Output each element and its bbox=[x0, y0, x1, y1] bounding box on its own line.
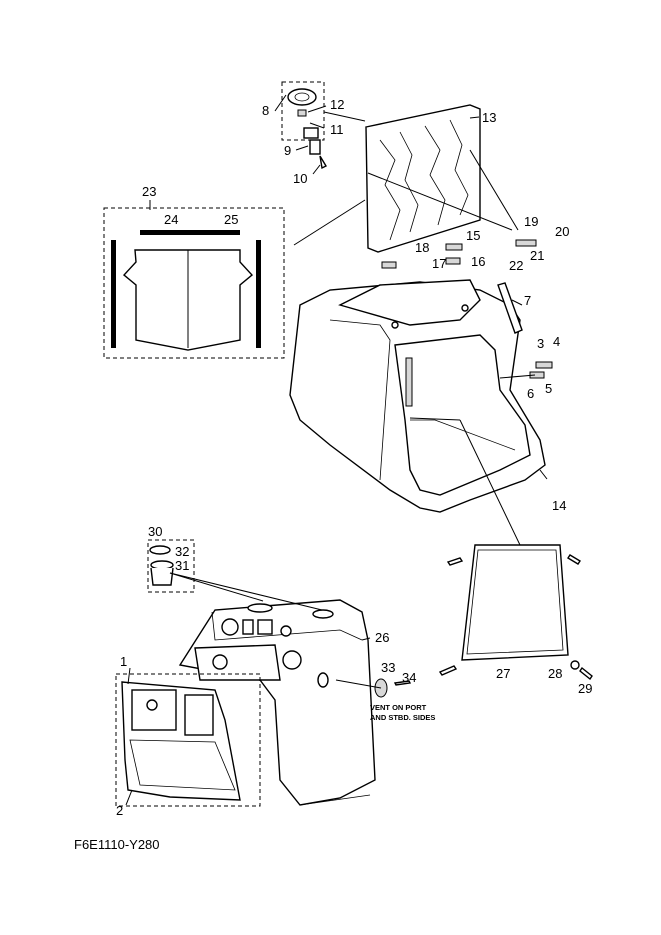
callout-12: 12 bbox=[330, 97, 344, 112]
callout-24: 24 bbox=[164, 212, 178, 227]
hinge-hardware bbox=[381, 239, 553, 379]
callout-21: 21 bbox=[530, 248, 544, 263]
callout-26: 26 bbox=[375, 630, 389, 645]
vent-note-line-2: AND STBD. SIDES bbox=[370, 713, 435, 722]
callout-4: 4 bbox=[553, 334, 560, 349]
cupholder-assembly bbox=[147, 539, 195, 593]
callout-9: 9 bbox=[284, 143, 291, 158]
callout-8: 8 bbox=[262, 103, 269, 118]
callout-15: 15 bbox=[466, 228, 480, 243]
callout-7: 7 bbox=[524, 293, 531, 308]
gasket-frame bbox=[438, 544, 593, 681]
callout-6: 6 bbox=[527, 386, 534, 401]
callout-1: 1 bbox=[120, 654, 127, 669]
callout-14: 14 bbox=[552, 498, 566, 513]
callout-23: 23 bbox=[142, 184, 156, 199]
figure-id: F6E1110-Y280 bbox=[74, 837, 160, 852]
vent-note-line-1: VENT ON PORT bbox=[370, 703, 427, 712]
callout-33: 33 bbox=[381, 660, 395, 675]
callout-20: 20 bbox=[555, 224, 569, 239]
hatch-lid bbox=[365, 104, 481, 253]
callout-19: 19 bbox=[524, 214, 538, 229]
callout-10: 10 bbox=[293, 171, 307, 186]
callout-31: 31 bbox=[175, 558, 189, 573]
leader-lines bbox=[125, 94, 548, 806]
callout-30: 30 bbox=[148, 524, 162, 539]
callout-22: 22 bbox=[509, 258, 523, 273]
callout-29: 29 bbox=[578, 681, 592, 696]
callout-labels: 8 12 11 9 10 13 23 24 25 19 20 15 18 17 … bbox=[116, 97, 592, 818]
seat-assembly bbox=[103, 207, 285, 359]
latch-assembly bbox=[281, 81, 327, 170]
callout-16: 16 bbox=[471, 254, 485, 269]
callout-34: 34 bbox=[402, 670, 416, 685]
console-body bbox=[289, 279, 546, 513]
lower-console bbox=[178, 599, 376, 806]
callout-27: 27 bbox=[496, 666, 510, 681]
callout-2: 2 bbox=[116, 803, 123, 818]
door-assembly bbox=[115, 673, 261, 807]
callout-3: 3 bbox=[537, 336, 544, 351]
callout-17: 17 bbox=[432, 256, 446, 271]
callout-25: 25 bbox=[224, 212, 238, 227]
callout-11: 11 bbox=[330, 122, 344, 137]
callout-28: 28 bbox=[548, 666, 562, 681]
callout-13: 13 bbox=[482, 110, 496, 125]
callout-32: 32 bbox=[175, 544, 189, 559]
callout-18: 18 bbox=[415, 240, 429, 255]
callout-5: 5 bbox=[545, 381, 552, 396]
